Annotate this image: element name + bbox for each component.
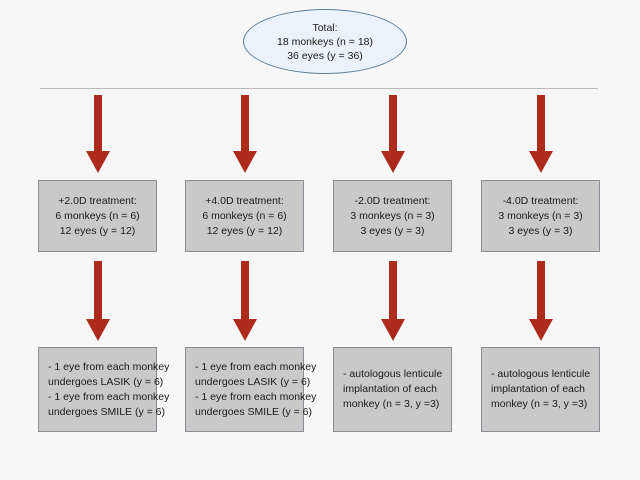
total-line-2: 18 monkeys (n = 18) xyxy=(276,35,373,48)
outcome-box-4: - autologous lenticule implantation of e… xyxy=(481,347,600,432)
outcome-box-2: - 1 eye from each monkey undergoes LASIK… xyxy=(185,347,317,432)
treatment-2-line-3: 12 eyes (y = 12) xyxy=(206,224,283,237)
horizontal-divider xyxy=(40,88,598,89)
arrow-down-to-group-3 xyxy=(380,95,406,173)
total-ellipse-node: Total: 18 monkeys (n = 18) 36 eyes (y = … xyxy=(243,9,407,74)
arrow-down-to-outcome-1 xyxy=(85,261,111,341)
treatment-box-1: +2.0D treatment: 6 monkeys (n = 6) 12 ey… xyxy=(38,180,157,252)
treatment-2-line-2: 6 monkeys (n = 6) xyxy=(202,209,287,222)
treatment-3-line-1: -2.0D treatment: xyxy=(354,194,431,207)
treatment-1-line-2: 6 monkeys (n = 6) xyxy=(55,209,140,222)
treatment-4-line-1: -4.0D treatment: xyxy=(502,194,579,207)
treatment-3-line-3: 3 eyes (y = 3) xyxy=(360,224,425,237)
outcome-box-1: - 1 eye from each monkey undergoes LASIK… xyxy=(38,347,170,432)
outcome-1-line-4: undergoes SMILE (y = 6) xyxy=(48,405,166,418)
outcome-4-line-3: monkey (n = 3, y =3) xyxy=(491,398,588,410)
treatment-box-2: +4.0D treatment: 6 monkeys (n = 6) 12 ey… xyxy=(185,180,304,252)
outcome-3-line-1: - autologous lenticule xyxy=(343,368,443,380)
treatment-4-line-3: 3 eyes (y = 3) xyxy=(508,224,573,237)
arrow-down-to-group-1 xyxy=(85,95,111,173)
treatment-1-line-1: +2.0D treatment: xyxy=(58,194,137,207)
arrow-down-to-outcome-4 xyxy=(528,261,554,341)
treatment-box-4: -4.0D treatment: 3 monkeys (n = 3) 3 eye… xyxy=(481,180,600,252)
outcome-1-line-2: undergoes LASIK (y = 6) xyxy=(48,375,164,388)
treatment-2-line-1: +4.0D treatment: xyxy=(205,194,284,207)
outcome-2-line-2: undergoes LASIK (y = 6) xyxy=(195,375,311,388)
outcome-2-line-1: - 1 eye from each monkey xyxy=(195,360,317,373)
treatment-4-line-2: 3 monkeys (n = 3) xyxy=(498,209,583,222)
arrow-down-to-group-4 xyxy=(528,95,554,173)
outcome-3-line-3: monkey (n = 3, y =3) xyxy=(343,398,440,410)
treatment-box-3: -2.0D treatment: 3 monkeys (n = 3) 3 eye… xyxy=(333,180,452,252)
treatment-3-line-2: 3 monkeys (n = 3) xyxy=(350,209,435,222)
treatment-1-line-3: 12 eyes (y = 12) xyxy=(59,224,136,237)
arrow-down-to-outcome-3 xyxy=(380,261,406,341)
outcome-2-line-4: undergoes SMILE (y = 6) xyxy=(195,405,313,418)
arrow-down-to-group-2 xyxy=(232,95,258,173)
outcome-4-line-2: implantation of each xyxy=(491,383,585,395)
total-line-1: Total: xyxy=(312,21,338,34)
outcome-1-line-3: - 1 eye from each monkey xyxy=(48,390,170,403)
total-line-3: 36 eyes (y = 36) xyxy=(287,49,363,62)
outcome-4-line-1: - autologous lenticule xyxy=(491,368,591,380)
outcome-box-3: - autologous lenticule implantation of e… xyxy=(333,347,452,432)
arrow-down-to-outcome-2 xyxy=(232,261,258,341)
outcome-3-line-2: implantation of each xyxy=(343,383,437,395)
outcome-2-line-3: - 1 eye from each monkey xyxy=(195,390,317,403)
outcome-1-line-1: - 1 eye from each monkey xyxy=(48,360,170,373)
